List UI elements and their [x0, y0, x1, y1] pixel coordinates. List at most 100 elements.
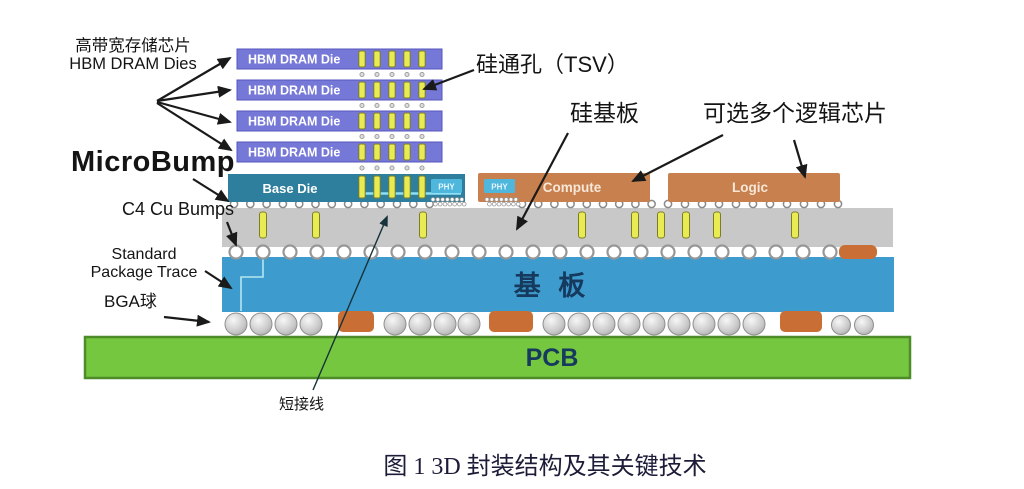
- c4-bump: [363, 244, 379, 260]
- phy-micro-bump: [430, 197, 436, 202]
- tsv-joint-bump: [404, 165, 410, 171]
- c4-bump: [471, 244, 487, 260]
- package-trace-line1: Standard: [111, 246, 177, 263]
- phy-micro-bump: [499, 197, 504, 202]
- arrow-bga-ball: [163, 314, 211, 327]
- hbm-dies-label-en: HBM DRAM Dies: [69, 55, 197, 74]
- c4-bump: [579, 244, 595, 260]
- phy-micro-bump: [503, 197, 509, 202]
- hbm-die-1-text: HBM DRAM Die: [248, 53, 340, 67]
- micro-bump: [647, 199, 656, 209]
- pcb-board: [83, 335, 912, 380]
- phy-micro-bump: [494, 197, 499, 202]
- arrow-interposer: [516, 132, 569, 231]
- tsv-joint-bump: [404, 103, 410, 109]
- bga-pad: [338, 311, 374, 332]
- hbm-die-3-text: HBM DRAM Die: [248, 115, 340, 129]
- standard-package-trace-label: Standard Package Trace: [84, 246, 204, 282]
- base-die-tsv: [403, 175, 411, 199]
- pcb-text: PCB: [526, 344, 579, 372]
- c4-bump: [741, 244, 757, 260]
- hbm-tsv: [373, 50, 381, 68]
- hbm-tsv: [418, 112, 426, 130]
- c4-bump: [228, 244, 244, 260]
- bga-ball: [667, 312, 691, 336]
- bga-ball: [408, 312, 432, 336]
- tsv-joint-bump: [374, 103, 380, 109]
- hbm-tsv: [388, 81, 396, 99]
- compute-chip-text: Compute: [543, 180, 602, 195]
- interposer-pad: [839, 245, 877, 259]
- interposer-tsv: [631, 211, 639, 239]
- bga-ball: [542, 312, 566, 336]
- bga-ball: [592, 312, 616, 336]
- phy-micro-bump: [461, 201, 467, 207]
- hbm-tsv: [388, 112, 396, 130]
- phy-micro-bump: [508, 197, 514, 202]
- arrow-logic-chips-1: [631, 134, 724, 182]
- arrow-c4-bumps: [225, 221, 238, 247]
- phy-micro-bump: [506, 201, 511, 207]
- arrow-hbm-die-2: [156, 85, 232, 103]
- bga-ball: [692, 312, 716, 336]
- bga-ball: [457, 312, 481, 336]
- phy-micro-bump: [449, 197, 455, 202]
- bga-ball: [299, 312, 323, 336]
- arrow-package-trace: [204, 270, 233, 290]
- bga-pad: [780, 311, 822, 332]
- c4-cu-bumps-label: C4 Cu Bumps: [122, 199, 235, 219]
- phy-micro-bump: [511, 201, 516, 207]
- phy-micro-bump: [442, 201, 448, 207]
- bga-ball: [854, 315, 874, 335]
- hbm-tsv: [373, 81, 381, 99]
- bga-ball: [831, 315, 851, 335]
- phy-micro-bump: [437, 201, 443, 207]
- base-die-text: Base Die: [263, 181, 318, 196]
- c4-bump: [633, 244, 649, 260]
- bga-ball: [433, 312, 457, 336]
- base-die-phy-text: PHY: [438, 182, 455, 191]
- tsv-joint-bump: [389, 103, 395, 109]
- bga-ball: [274, 312, 298, 336]
- hbm-tsv: [403, 143, 411, 161]
- logic-chip-text: Logic: [732, 180, 768, 195]
- bumps-layer: [224, 199, 877, 336]
- tsv-layer: [358, 50, 521, 207]
- c4-bump: [606, 244, 622, 260]
- interposer-tsv: [259, 211, 267, 239]
- c4-bump: [390, 244, 406, 260]
- c4-bump: [282, 244, 298, 260]
- arrow-hbm-die-4: [156, 102, 233, 152]
- arrow-hbm-die-3: [156, 100, 232, 125]
- hbm-tsv: [373, 112, 381, 130]
- c4-bump: [822, 244, 838, 260]
- tsv-joint-bump: [374, 133, 380, 139]
- phy-micro-bump: [496, 201, 502, 207]
- hbm-tsv: [418, 50, 426, 68]
- phy-micro-bump: [447, 201, 453, 207]
- c4-bump: [336, 244, 352, 260]
- phy-micro-bump: [491, 201, 497, 207]
- phy-micro-bump: [435, 197, 441, 202]
- figure-caption: 图 1 3D 封装结构及其关键技术: [383, 454, 707, 480]
- phy-micro-bump: [445, 197, 450, 202]
- substrate-text: 基 板: [514, 271, 591, 301]
- hbm-tsv: [418, 143, 426, 161]
- short-wire-label: 短接线: [279, 396, 325, 413]
- hbm-dies-label: 高带宽存储芯片 HBM DRAM Dies: [58, 37, 208, 74]
- arrow-tsv: [422, 68, 475, 91]
- bga-ball: [617, 312, 641, 336]
- micro-bump: [663, 199, 673, 209]
- arrow-microbump: [192, 178, 230, 203]
- interposer-tsv: [791, 211, 799, 239]
- c4-bump: [525, 244, 541, 260]
- hbm-tsv: [358, 143, 366, 161]
- tsv-joint-bump: [419, 165, 425, 171]
- bga-ball: [383, 312, 407, 336]
- phy-micro-bump: [513, 197, 519, 202]
- compute-phy-block: [484, 179, 515, 193]
- c4-bump: [714, 244, 730, 260]
- phy-micro-bump: [440, 197, 445, 202]
